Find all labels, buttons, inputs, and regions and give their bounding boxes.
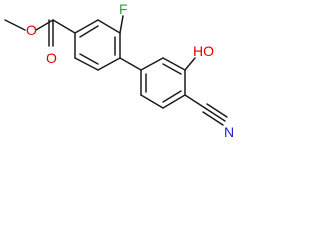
hydroxyl-bond	[184, 57, 196, 71]
hydroxyl-label: HO	[193, 43, 214, 59]
phenol-ring-bonds	[140, 57, 186, 109]
nitrogen-label: N	[224, 124, 234, 140]
fluorine-label: F	[119, 1, 128, 17]
carbonyl-oxygen-label: O	[46, 50, 57, 66]
structure-diagram: O O F HO N	[4, 1, 234, 140]
nitrile-bonds	[184, 94, 228, 126]
ether-oxygen-label: O	[26, 22, 37, 38]
fluorine-bond	[119, 15, 124, 34]
methyl-ester-bonds	[4, 19, 54, 47]
benzoate-ring-bonds	[52, 19, 121, 71]
biaryl-bond	[119, 57, 142, 71]
